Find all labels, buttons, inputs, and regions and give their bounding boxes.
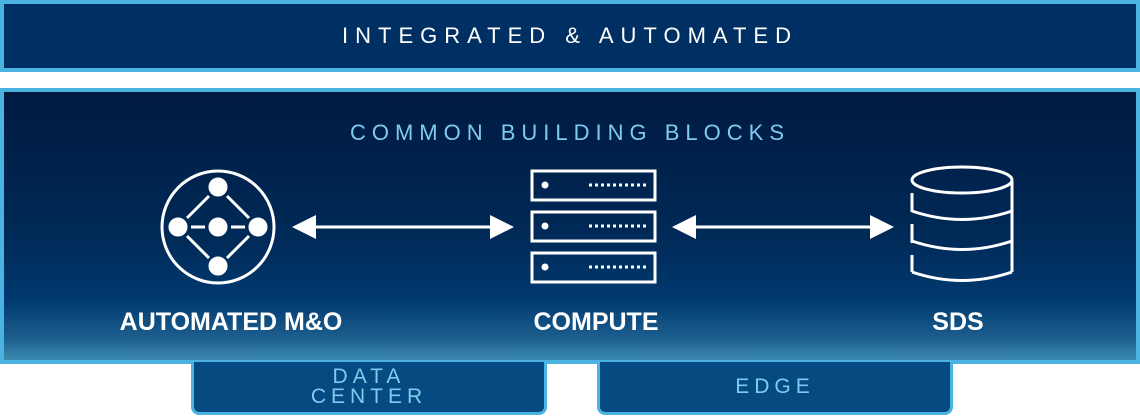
panel-subtitle: COMMON BUILDING BLOCKS [349,120,791,145]
tab-data-center-line2: CENTER [310,385,428,408]
database-icon [910,165,1014,282]
integrated-automated-banner: INTEGRATED & AUTOMATED [0,0,1140,72]
tab-edge: EDGE [597,362,953,415]
common-building-blocks-panel: COMMON BUILDING BLOCKS [0,88,1140,364]
tab-edge-label: EDGE [735,375,815,398]
server-rack-icon [530,169,657,284]
compute-label: COMPUTE [533,308,659,336]
network-nodes-icon [160,169,276,285]
tab-data-center: DATA CENTER [191,362,547,415]
banner-title: INTEGRATED & AUTOMATED [342,23,798,48]
tab-data-center-line1: DATA [332,365,406,388]
sds-label: SDS [932,308,984,336]
automated-mo-label: AUTOMATED M&O [119,308,343,336]
diagram-graphics [160,165,1014,285]
